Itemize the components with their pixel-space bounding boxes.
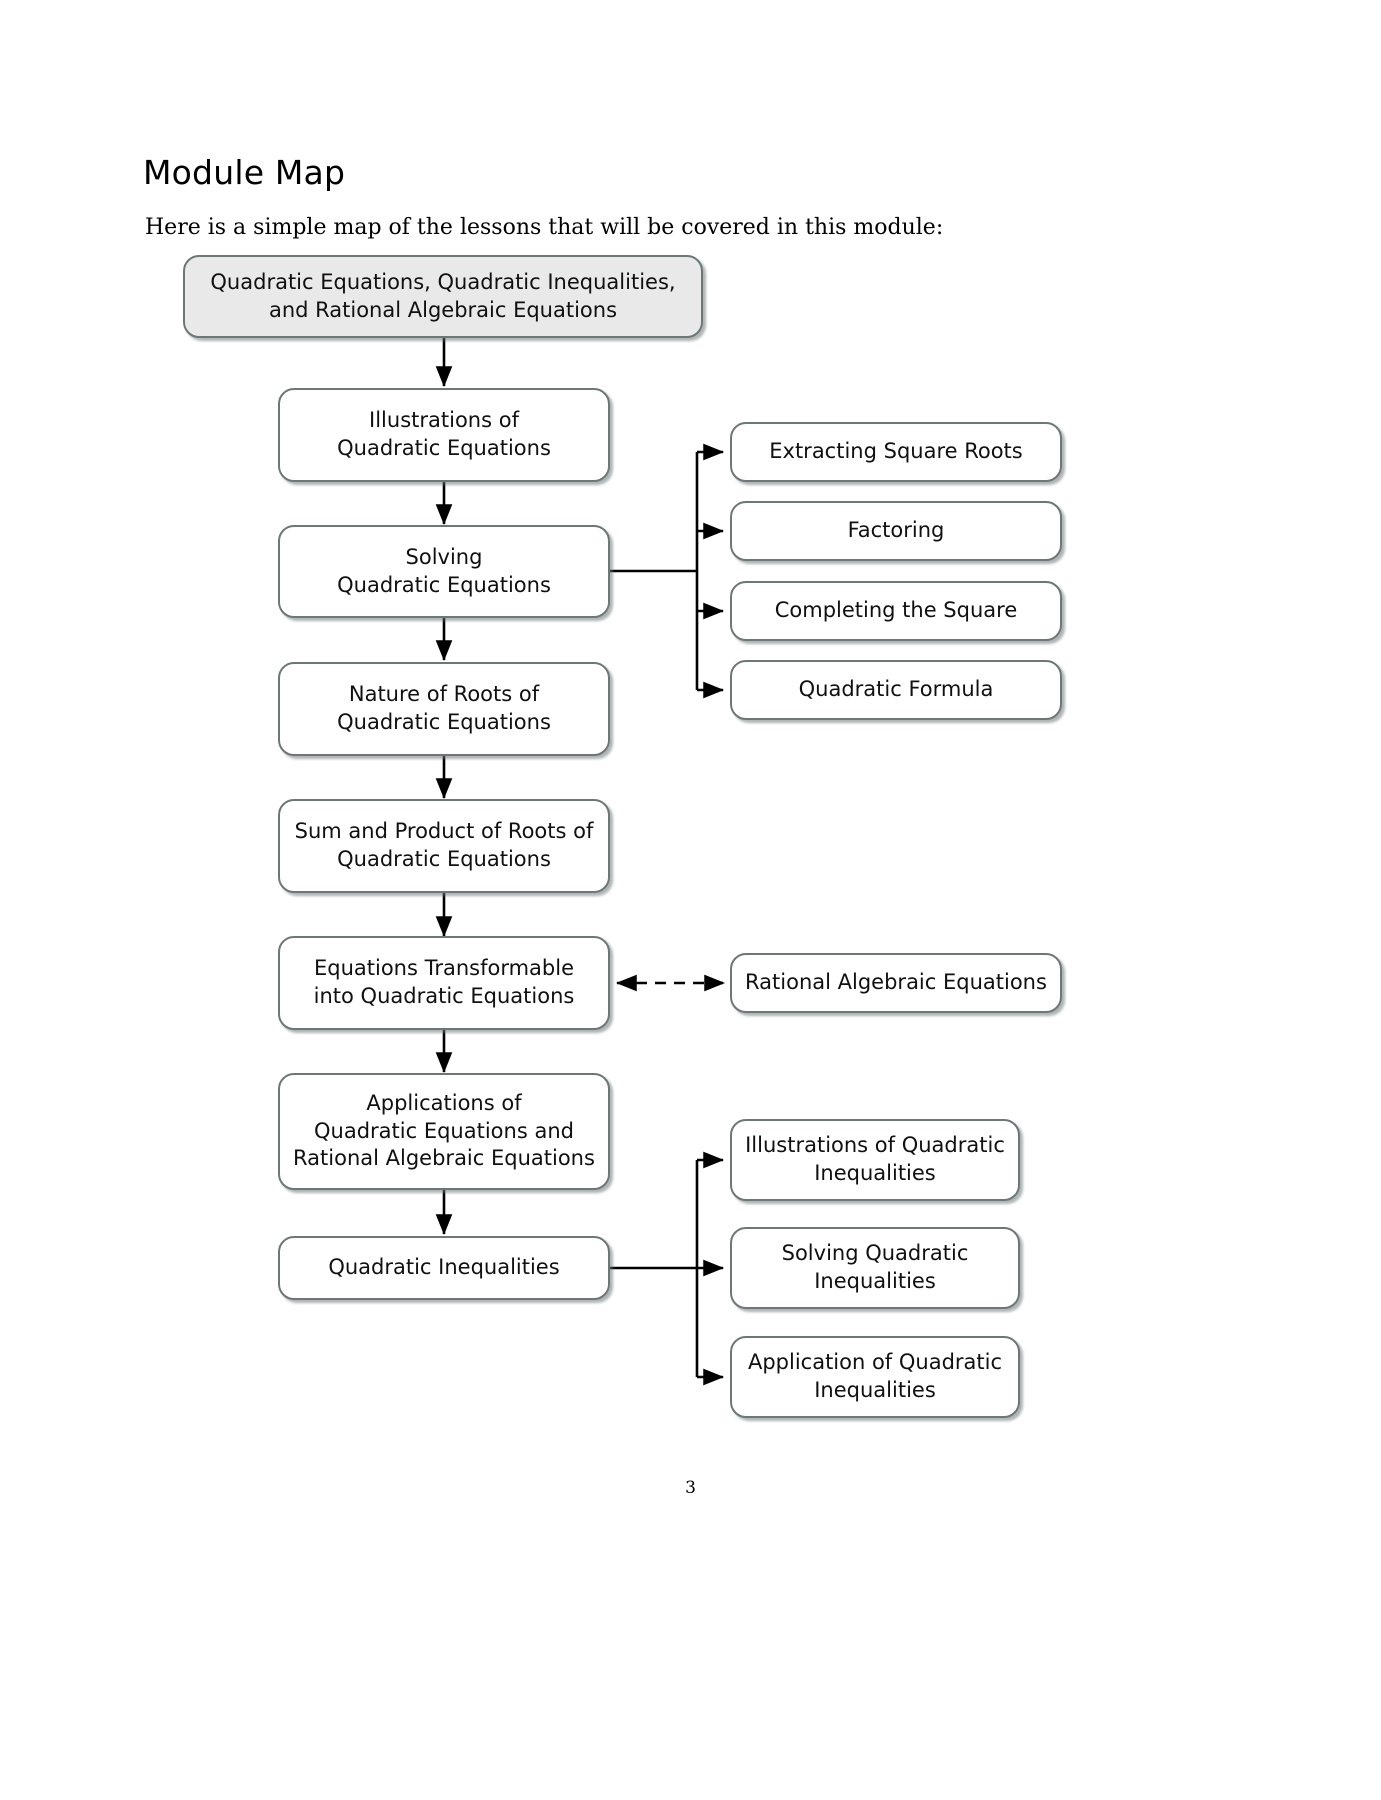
page-title: Module Map	[143, 153, 346, 193]
node-root[interactable]: Quadratic Equations, Quadratic Inequalit…	[183, 255, 703, 338]
node-label: Application of Quadratic Inequalities	[747, 1350, 1003, 1402]
node-label: Factoring	[847, 518, 945, 543]
intro-paragraph: Here is a simple map of the lessons that…	[145, 215, 944, 240]
node-label: Extracting Square Roots	[769, 439, 1023, 464]
node-solving-quadratic-equations[interactable]: Solving Quadratic Equations	[278, 525, 610, 618]
node-extracting-square-roots[interactable]: Extracting Square Roots	[730, 422, 1062, 482]
node-rational-algebraic-equations[interactable]: Rational Algebraic Equations	[730, 953, 1062, 1013]
node-equations-transformable[interactable]: Equations Transformable into Quadratic E…	[278, 936, 610, 1030]
node-label: Illustrations of Quadratic Inequalities	[745, 1133, 1005, 1185]
node-applications[interactable]: Applications of Quadratic Equations and …	[278, 1073, 610, 1190]
node-label: Quadratic Inequalities	[328, 1255, 560, 1280]
node-completing-the-square[interactable]: Completing the Square	[730, 581, 1062, 641]
node-label: Completing the Square	[774, 598, 1018, 623]
page-number: 3	[685, 1478, 696, 1498]
node-label: Solving Quadratic Equations	[337, 544, 551, 597]
node-label: Nature of Roots of Quadratic Equations	[337, 682, 551, 734]
node-label: Applications of Quadratic Equations and …	[293, 1090, 595, 1171]
node-solving-quadratic-inequalities[interactable]: Solving Quadratic Inequalities	[730, 1227, 1020, 1309]
node-nature-of-roots[interactable]: Nature of Roots of Quadratic Equations	[278, 662, 610, 756]
node-label: Illustrations of Quadratic Equations	[337, 408, 551, 460]
node-illustrations-quadratic-equations[interactable]: Illustrations of Quadratic Equations	[278, 388, 610, 482]
node-quadratic-inequalities[interactable]: Quadratic Inequalities	[278, 1236, 610, 1300]
node-factoring[interactable]: Factoring	[730, 501, 1062, 561]
node-application-quadratic-inequalities[interactable]: Application of Quadratic Inequalities	[730, 1336, 1020, 1418]
node-label: Quadratic Formula	[798, 677, 994, 702]
node-sum-and-product-of-roots[interactable]: Sum and Product of Roots of Quadratic Eq…	[278, 799, 610, 893]
node-root-label: Quadratic Equations, Quadratic Inequalit…	[210, 269, 676, 322]
node-quadratic-formula[interactable]: Quadratic Formula	[730, 660, 1062, 720]
node-label: Rational Algebraic Equations	[745, 970, 1047, 995]
node-illustrations-quadratic-inequalities[interactable]: Illustrations of Quadratic Inequalities	[730, 1119, 1020, 1201]
node-label: Equations Transformable into Quadratic E…	[313, 956, 575, 1008]
node-label: Solving Quadratic Inequalities	[781, 1241, 969, 1293]
node-label: Sum and Product of Roots of Quadratic Eq…	[294, 819, 594, 871]
